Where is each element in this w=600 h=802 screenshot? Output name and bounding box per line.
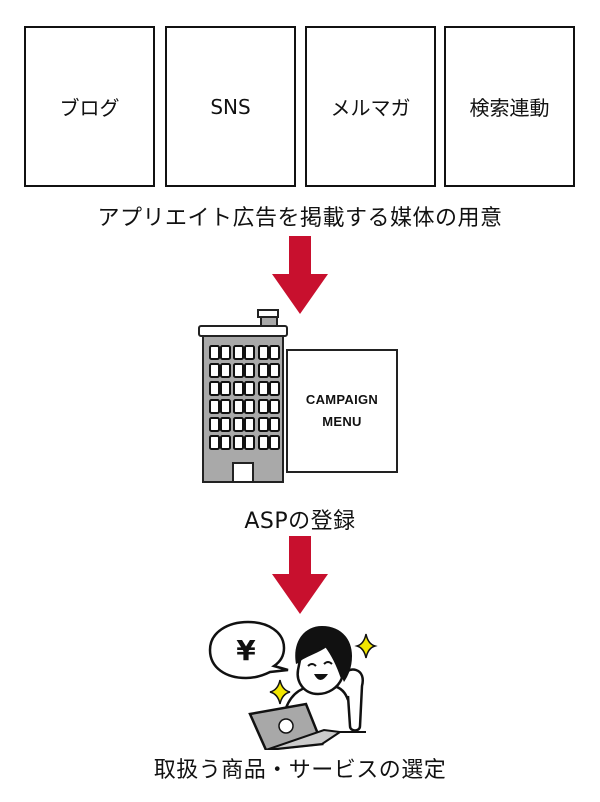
building-window — [220, 399, 231, 414]
building-window — [209, 399, 220, 414]
building-window — [220, 435, 231, 450]
building-window — [269, 363, 280, 378]
office-building-icon — [198, 309, 288, 483]
step-label-product-selection: 取扱う商品・サービスの選定 — [153, 758, 447, 783]
media-label: 検索連動 — [469, 96, 550, 120]
media-box-mailmagazine: メルマガ — [305, 26, 436, 187]
person-with-laptop-icon: ¥ — [208, 620, 378, 750]
building-window — [258, 399, 269, 414]
building-window — [269, 417, 280, 432]
building-window — [244, 417, 255, 432]
building-window — [269, 399, 280, 414]
sparkle-icon — [269, 679, 291, 705]
building-window — [233, 417, 244, 432]
building-window — [244, 435, 255, 450]
building-window — [209, 345, 220, 360]
building-window — [233, 399, 244, 414]
media-box-sns: SNS — [165, 26, 296, 187]
building-window — [258, 363, 269, 378]
building-window — [209, 363, 220, 378]
building-window — [220, 381, 231, 396]
down-arrow-icon — [272, 536, 328, 614]
yen-symbol: ¥ — [236, 634, 256, 667]
step-label-prepare-media: アプリエイト広告を掲載する媒体の用意 — [97, 206, 503, 231]
building-window — [220, 363, 231, 378]
building-window — [269, 381, 280, 396]
building-window — [244, 399, 255, 414]
building-window — [269, 345, 280, 360]
building-window — [220, 345, 231, 360]
building-window — [244, 363, 255, 378]
down-arrow-icon — [272, 236, 328, 314]
building-window — [233, 363, 244, 378]
building-window — [244, 345, 255, 360]
building-window — [244, 381, 255, 396]
building-window — [269, 435, 280, 450]
building-window — [209, 381, 220, 396]
building-window — [258, 345, 269, 360]
building-window — [258, 435, 269, 450]
building-window — [258, 381, 269, 396]
building-window — [258, 417, 269, 432]
speech-bubble-icon: ¥ — [208, 620, 289, 680]
menu-text: MENU — [322, 414, 362, 429]
media-box-blog: ブログ — [24, 26, 155, 187]
media-label: SNS — [210, 94, 251, 119]
media-label: メルマガ — [330, 96, 411, 120]
campaign-text: CAMPAIGN — [305, 392, 379, 407]
building-window — [209, 417, 220, 432]
building-window — [209, 435, 220, 450]
media-label: ブログ — [59, 96, 120, 120]
step-label-asp-registration: ASPの登録 — [244, 509, 356, 534]
sparkle-icon — [354, 633, 378, 659]
building-window — [233, 381, 244, 396]
building-window — [220, 417, 231, 432]
campaign-menu-board: CAMPAIGN MENU — [286, 349, 398, 473]
building-window — [233, 345, 244, 360]
building-window — [233, 435, 244, 450]
media-box-search-ads: 検索連動 — [444, 26, 575, 187]
